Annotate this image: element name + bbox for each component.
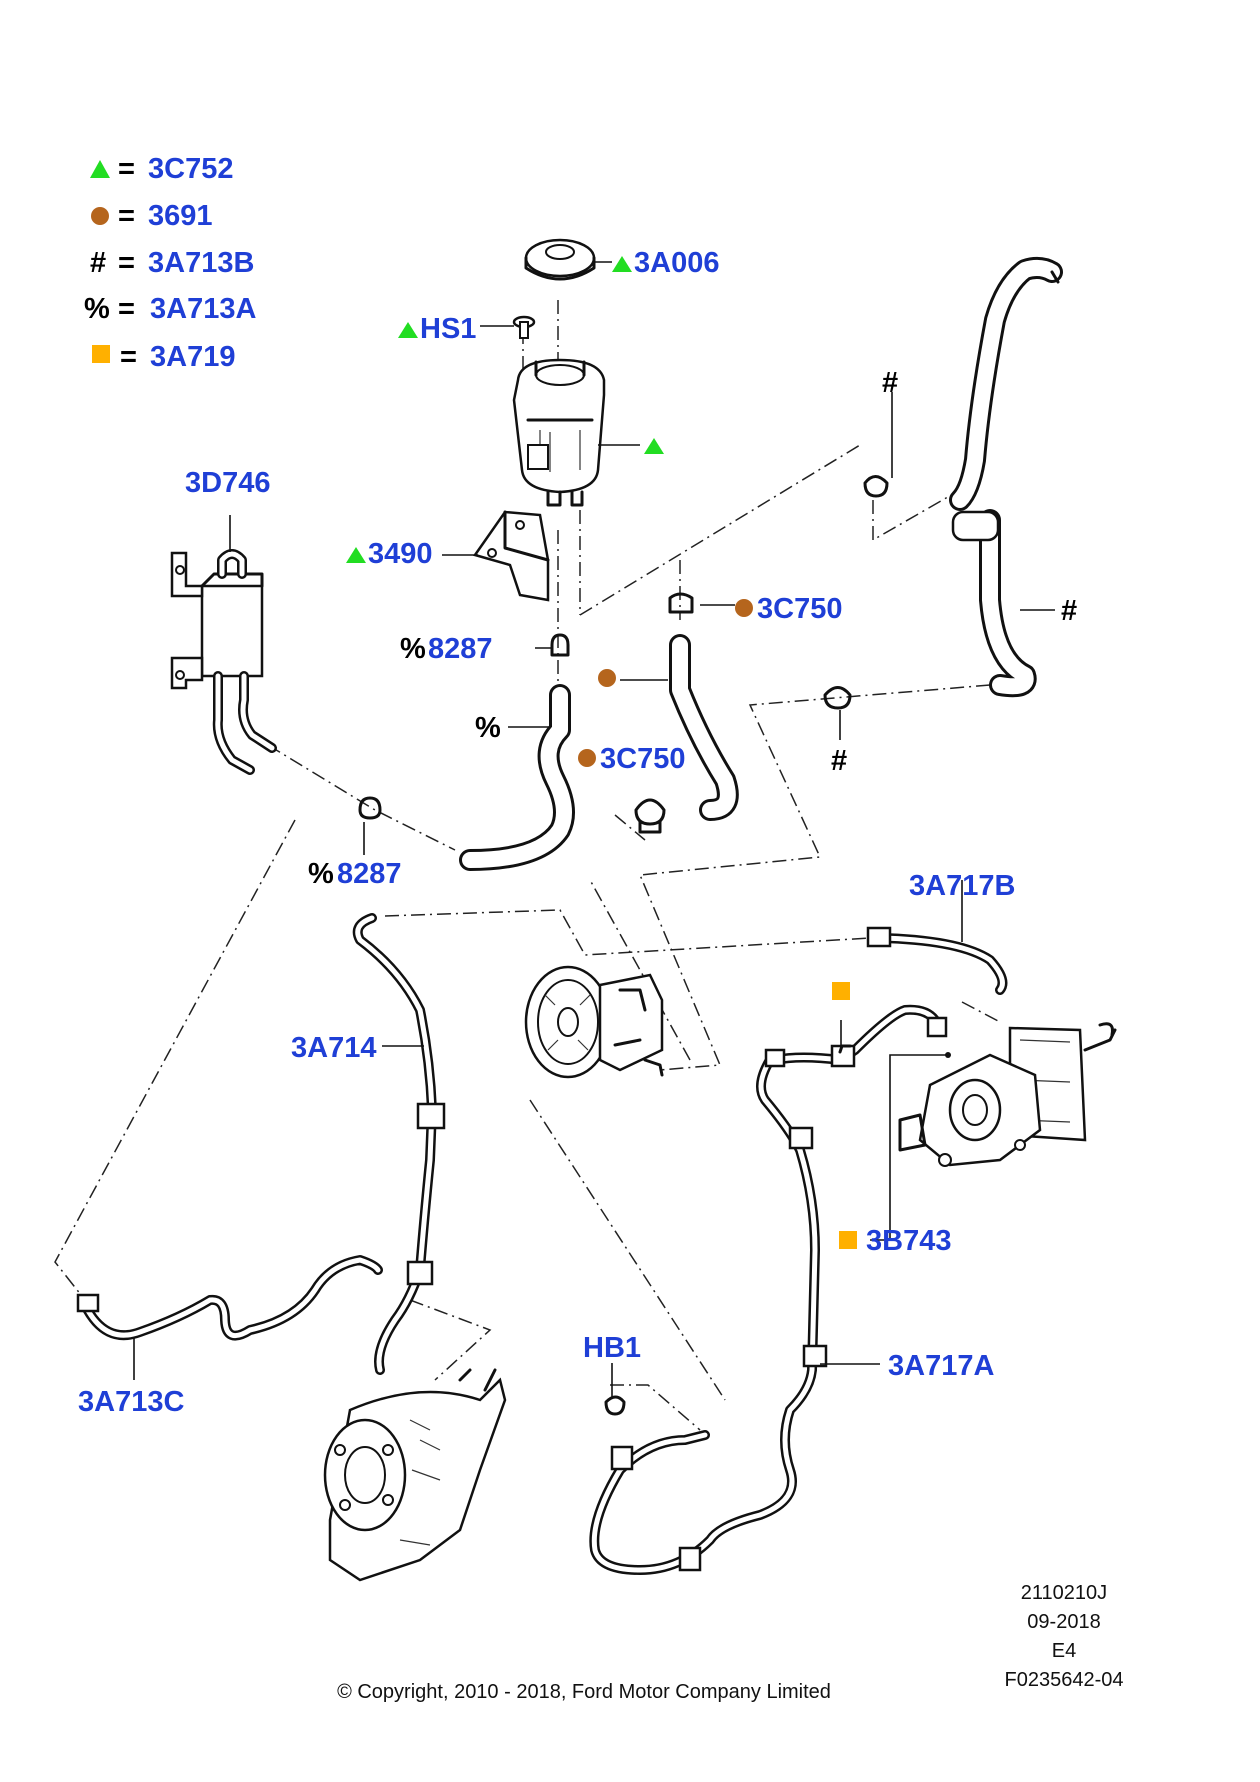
reservoir-cap (524, 238, 612, 281)
hose-3A713C (76, 1255, 383, 1380)
hash-symbol-icon: # (882, 367, 898, 399)
bracket-3B743 (838, 1020, 951, 1241)
legend-row-3A713B: # = 3A713B (90, 247, 254, 279)
label-3B743: 3B743 (866, 1225, 951, 1257)
label-3A717B: 3A717B (909, 870, 1015, 902)
label-3A713C: 3A713C (78, 1386, 184, 1418)
percent-symbol-icon: % (84, 293, 110, 325)
pressure-line-upper (866, 880, 1008, 995)
label-3C750-lower: 3C750 (600, 743, 685, 775)
steering-box-right (898, 1022, 1117, 1167)
legend-code: 3691 (148, 200, 213, 232)
orange-square-icon (839, 1231, 857, 1249)
legend-code: 3C752 (148, 153, 233, 185)
hb1-bolt (604, 1363, 626, 1416)
drawing-revision: E4 (1052, 1640, 1076, 1662)
green-triangle-icon (644, 438, 664, 454)
label-HS1: HS1 (420, 313, 476, 345)
steering-gear (323, 1368, 507, 1582)
drawing-code: 2110210J (1021, 1582, 1107, 1604)
brown-circle-icon (598, 669, 616, 687)
clamp-8287-lower (358, 796, 382, 855)
label-3490: 3490 (368, 538, 433, 570)
percent-symbol-icon: % (400, 633, 426, 665)
legend-code: 3A713A (150, 293, 256, 325)
legend-code: 3A719 (150, 341, 235, 373)
callout-labels: 3A006 HS1 3D746 3490 3C750 3C750 % 8287 … (78, 247, 1077, 1418)
return-line (352, 913, 446, 1375)
hash-symbol-icon: # (90, 247, 106, 279)
clamp-hash-upper (863, 392, 893, 498)
orange-square-icon (832, 982, 850, 1000)
clamp-3C750-lower (634, 798, 666, 834)
label-8287-lower: 8287 (337, 858, 402, 890)
hash-symbol-icon: # (1061, 595, 1077, 627)
legend-row-3A713A: % = 3A713A (84, 293, 256, 325)
brown-circle-icon (91, 207, 109, 225)
power-steering-pump (524, 965, 664, 1079)
clamp-3C750-upper (668, 592, 735, 614)
legend-row-3A719: = 3A719 (92, 341, 235, 373)
legend-row-3691: = 3691 (91, 200, 213, 232)
legend-code: 3A713B (148, 247, 254, 279)
green-triangle-icon (90, 160, 110, 178)
label-3C750-upper: 3C750 (757, 593, 842, 625)
oil-cooler (170, 515, 277, 775)
percent-symbol-icon: % (475, 712, 501, 744)
svg-text:=: = (118, 293, 135, 325)
label-3A717A: 3A717A (888, 1350, 994, 1382)
label-HB1: HB1 (583, 1332, 641, 1364)
brown-circle-icon (578, 749, 596, 767)
green-triangle-icon (398, 322, 418, 338)
percent-symbol-icon: % (308, 858, 334, 890)
brown-circle-icon (735, 599, 753, 617)
green-triangle-icon (346, 547, 366, 563)
svg-text:=: = (118, 247, 135, 279)
legend-row-3C752: = 3C752 (90, 153, 233, 185)
dashed-connection-lines (54, 300, 1001, 1431)
label-3A006: 3A006 (634, 247, 719, 279)
vent-hose (949, 256, 1063, 698)
reservoir-bracket (442, 510, 550, 602)
drawing-date: 09-2018 (1027, 1611, 1100, 1633)
fluid-reservoir (512, 358, 640, 507)
svg-text:=: = (118, 200, 135, 232)
label-3D746: 3D746 (185, 467, 270, 499)
footer: 2110210J 09-2018 E4 F0235642-04 © Copyri… (337, 1582, 1123, 1703)
svg-text:=: = (118, 153, 135, 185)
clamp-hash-lower (823, 686, 852, 740)
clamp-8287-upper (535, 633, 570, 657)
green-triangle-icon (612, 256, 632, 272)
orange-square-icon (92, 345, 110, 363)
figure-number: F0235642-04 (1005, 1669, 1124, 1691)
hash-symbol-icon: # (831, 745, 847, 777)
hs1-bolt (480, 315, 536, 339)
supply-hose (620, 634, 739, 821)
legend: = 3C752 = 3691 # = 3A713B % = 3A713A = 3… (84, 153, 256, 373)
copyright-notice: © Copyright, 2010 - 2018, Ford Motor Com… (337, 1681, 831, 1703)
cooler-return-hose (459, 684, 575, 871)
label-3A714: 3A714 (291, 1032, 376, 1064)
pressure-line-lower (589, 1004, 948, 1575)
label-8287-upper: 8287 (428, 633, 493, 665)
svg-text:=: = (120, 341, 137, 373)
callout-markers (346, 256, 857, 1249)
